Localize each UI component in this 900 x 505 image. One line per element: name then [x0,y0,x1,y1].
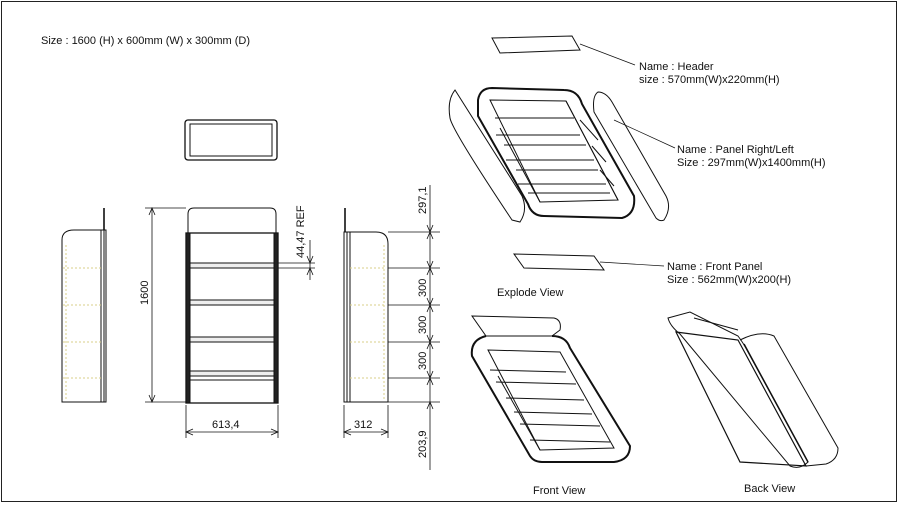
dim-height-total: 1600 [139,281,151,305]
dimension-lines [145,185,440,470]
explode-view-caption: Explode View [497,287,564,299]
header-name: Name : Header [639,61,714,73]
left-panel-part [448,89,526,223]
header-size: size : 570mm(W)x220mm(H) [639,74,780,86]
front-view-caption: Front View [533,485,586,497]
panel-size: Size : 297mm(W)x1400mm(H) [677,157,826,169]
back-view-caption: Back View [744,483,796,495]
front-view-iso [470,315,632,463]
panel-name: Name : Panel Right/Left [677,144,794,156]
front-panel-name: Name : Front Panel [667,261,763,273]
dim-depth: 312 [354,419,372,431]
dim-bottom: 203,9 [417,430,429,458]
right-side-view [343,208,389,403]
right-panel-part [593,91,670,222]
explode-view [448,35,676,271]
size-spec: Size : 1600 (H) x 600mm (W) x 300mm (D) [41,35,251,47]
front-panel-part [513,253,605,271]
dim-shelf-3: 300 [417,352,429,370]
dim-width: 613,4 [212,419,240,431]
dim-shelf-2: 300 [417,316,429,334]
front-panel-size: Size : 562mm(W)x200(H) [667,274,792,286]
header-top-view [184,119,278,161]
dim-ref: 44,47 REF [295,205,307,258]
left-side-view [61,208,107,403]
back-view-iso [667,311,839,468]
dim-top: 297,1 [417,186,429,214]
header-part [491,35,581,54]
front-elevation [185,207,279,404]
dim-shelf-1: 300 [417,279,429,297]
